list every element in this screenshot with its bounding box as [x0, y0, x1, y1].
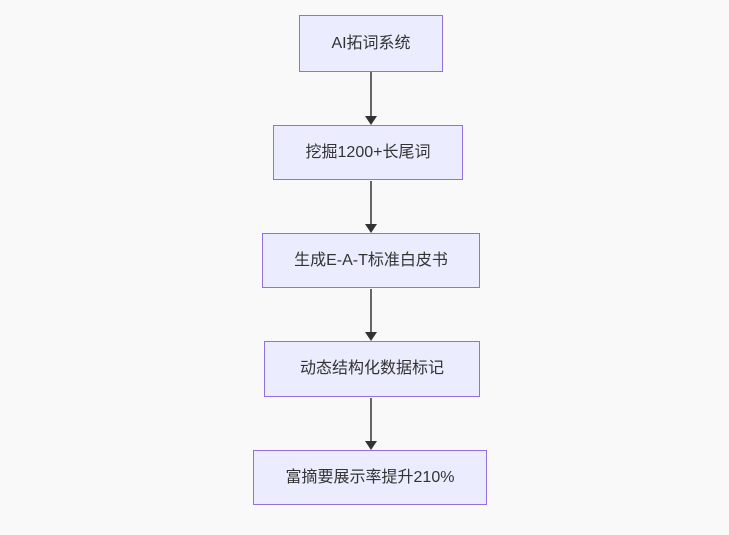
arrowhead-down-icon [365, 116, 377, 125]
flow-arrow-2 [365, 181, 377, 233]
flow-node-rich-snippet-result: 富摘要展示率提升210% [253, 450, 487, 505]
edge-line [370, 181, 372, 226]
flow-node-ai-keyword-system: AI拓词系统 [299, 15, 443, 72]
edge-line [370, 398, 372, 443]
flow-arrow-1 [365, 72, 377, 125]
arrowhead-down-icon [365, 332, 377, 341]
edge-line [370, 289, 372, 334]
flow-node-eat-whitepaper: 生成E-A-T标准白皮书 [262, 233, 480, 288]
flow-node-structured-data-markup: 动态结构化数据标记 [264, 341, 480, 397]
flow-node-label: AI拓词系统 [331, 34, 411, 52]
flow-arrow-3 [365, 289, 377, 341]
flow-node-label: 富摘要展示率提升210% [285, 468, 455, 486]
flow-node-longtail-mining: 挖掘1200+长尾词 [273, 125, 463, 180]
flow-node-label: 动态结构化数据标记 [299, 360, 444, 378]
flow-node-label: 挖掘1200+长尾词 [305, 143, 431, 161]
flow-node-label: 生成E-A-T标准白皮书 [294, 251, 448, 269]
arrowhead-down-icon [365, 224, 377, 233]
flow-arrow-4 [365, 398, 377, 450]
edge-line [370, 72, 372, 118]
arrowhead-down-icon [365, 441, 377, 450]
